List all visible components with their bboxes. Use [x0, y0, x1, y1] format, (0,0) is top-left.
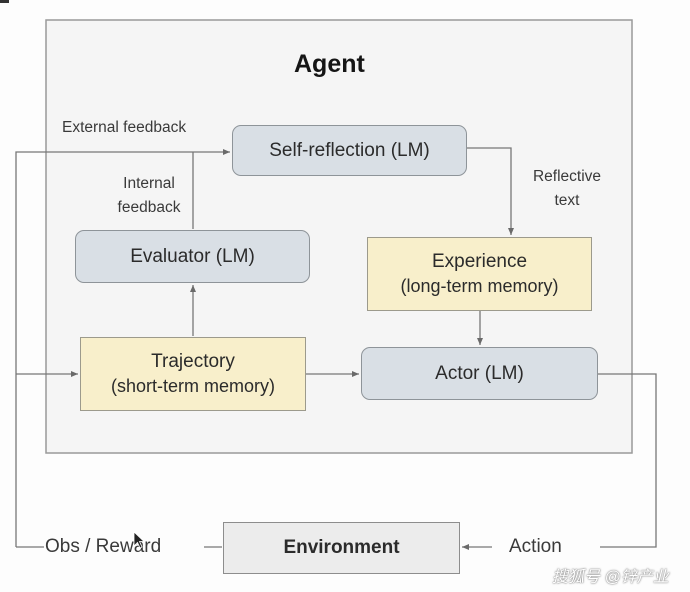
reflective-text-line2: text	[554, 192, 580, 209]
experience-subtitle: (long-term memory)	[400, 276, 559, 296]
external-feedback-arrow	[15, 149, 230, 547]
trajectory-node: Trajectory (short-term memory)	[80, 337, 306, 411]
reflective-text-line1: Reflective	[532, 168, 602, 185]
internal-feedback-label: Internal feedback	[108, 172, 190, 220]
experience-title: Experience	[431, 251, 528, 272]
action-label: Action	[509, 536, 562, 557]
actor-label: Actor (LM)	[435, 362, 524, 384]
environment-label: Environment	[283, 537, 400, 558]
evaluator-label: Evaluator (LM)	[130, 245, 255, 267]
reflective-text-label: Reflective text	[524, 165, 610, 213]
internal-feedback-line2: feedback	[117, 199, 181, 216]
environment-node: Environment	[223, 522, 460, 574]
self-reflection-label: Self-reflection (LM)	[269, 139, 430, 161]
corner-artifact	[0, 0, 9, 3]
mouse-cursor-icon	[133, 531, 146, 549]
obs-reward-label: Obs / Reward	[45, 536, 162, 557]
reflective-text-arrow	[467, 147, 514, 235]
actor-node: Actor (LM)	[361, 347, 598, 400]
trajectory-subtitle: (short-term memory)	[110, 376, 275, 396]
trajectory-title: Trajectory	[151, 351, 235, 372]
external-feedback-label: External feedback	[62, 119, 187, 136]
internal-feedback-line1: Internal	[123, 175, 175, 192]
self-reflection-node: Self-reflection (LM)	[232, 125, 467, 176]
evaluator-node: Evaluator (LM)	[75, 230, 310, 283]
watermark: 搜狐号 @锌产业	[552, 569, 669, 586]
experience-node: Experience (long-term memory)	[367, 237, 592, 311]
actor-to-action-line	[598, 373, 657, 548]
agent-title: Agent	[294, 50, 365, 78]
